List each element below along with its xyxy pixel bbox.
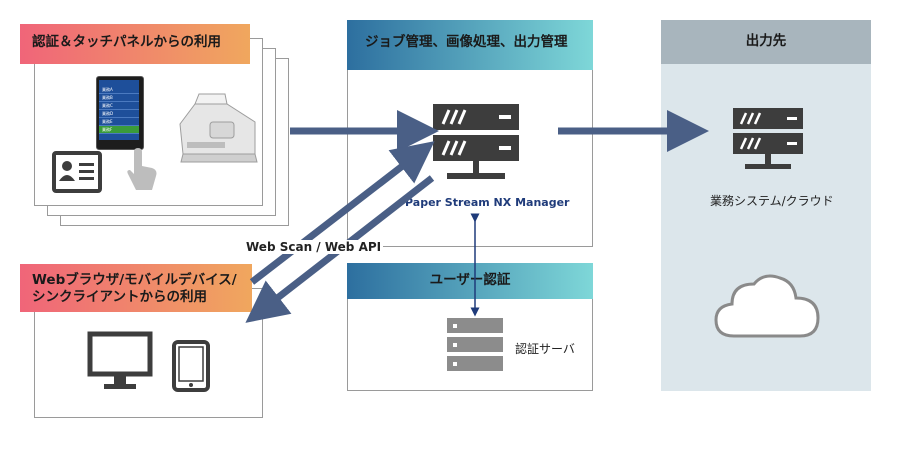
user-auth-panel-header: ユーザー認証	[347, 263, 593, 299]
touch-panel-menu-item: 業務C	[99, 102, 139, 110]
auth-touch-panel-header: 認証＆タッチパネルからの利用	[20, 24, 250, 64]
touch-panel-menu-item: 業務E	[99, 118, 139, 126]
touch-panel-menu-item: 業務A	[99, 86, 139, 94]
scanner-icon	[179, 93, 258, 163]
touch-panel-menu-item: 業務D	[99, 110, 139, 118]
tablet-icon	[172, 340, 210, 392]
output-panel-header: 出力先	[661, 20, 871, 64]
touch-panel-menu-item: 業務F	[99, 126, 139, 134]
arrow-web-to-nx	[249, 141, 435, 285]
monitor-icon	[87, 331, 153, 389]
web-browser-panel-header: Webブラウザ/モバイルデバイス/ シンクライアントからの利用	[20, 264, 252, 312]
auth-server-icon	[447, 318, 503, 371]
nx-manager-server-icon	[433, 104, 519, 179]
auth-touch-panel-title: 認証＆タッチパネルからの利用	[32, 34, 221, 50]
output-title: 出力先	[745, 33, 787, 49]
job-management-title: ジョブ管理、画像処理、出力管理	[365, 34, 568, 50]
nx-manager-label: Paper Stream NX Manager	[405, 196, 570, 209]
auth-server-label: 認証サーバ	[515, 342, 575, 356]
touch-hand-icon	[127, 148, 157, 190]
business-system-label: 業務システム/クラウド	[710, 194, 834, 208]
touch-panel-menu-item: 業務B	[99, 94, 139, 102]
id-card-icon	[52, 151, 102, 193]
web-browser-title-line1: Webブラウザ/モバイルデバイス/	[32, 272, 237, 288]
web-scan-api-label: Web Scan / Web API	[244, 240, 384, 254]
cloud-icon	[714, 274, 820, 338]
user-auth-title: ユーザー認証	[429, 272, 511, 288]
business-system-server-icon	[733, 108, 803, 169]
job-management-panel-header: ジョブ管理、画像処理、出力管理	[347, 20, 593, 70]
web-browser-title-line2: シンクライアントからの利用	[32, 288, 207, 305]
